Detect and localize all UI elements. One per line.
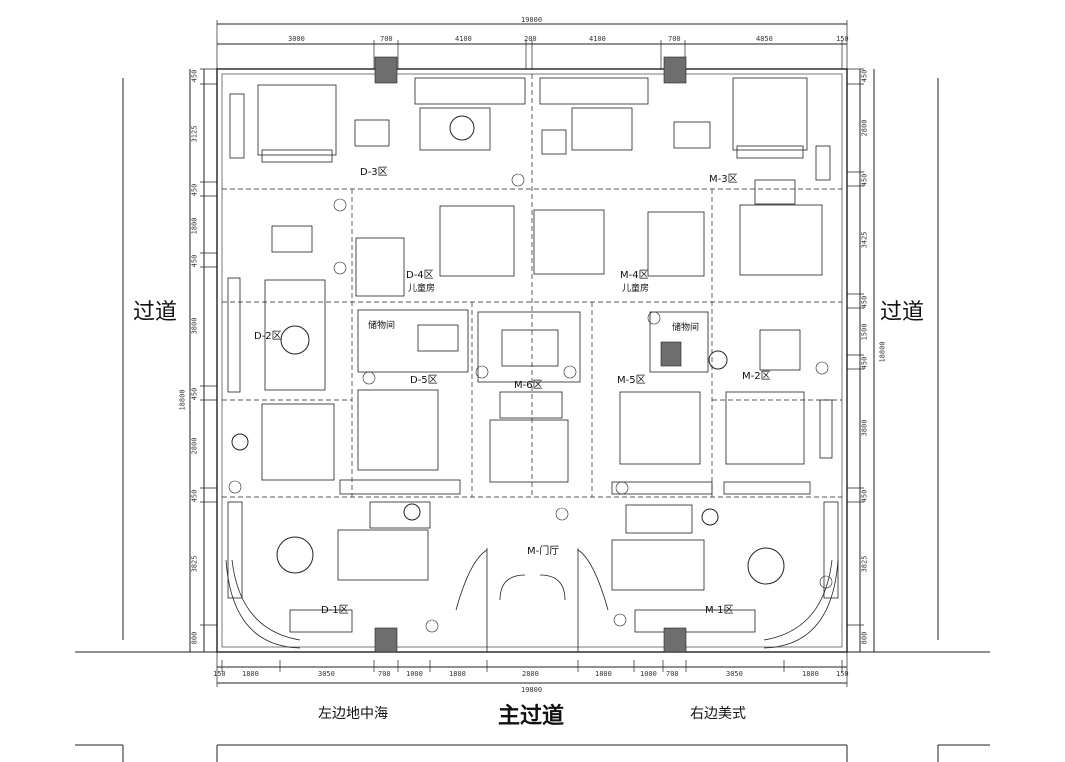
dim-top: 700 xyxy=(380,35,393,43)
dim-top-total: 19800 xyxy=(521,16,543,24)
dim-bottom: 3050 xyxy=(318,670,335,678)
dim-left: 1800 xyxy=(190,217,199,235)
left-aisle-label: 过道 xyxy=(133,300,178,325)
dim-left: 3125 xyxy=(190,125,199,143)
dim-right: 1500 xyxy=(860,323,869,341)
right-side-style-label: 右边美式 xyxy=(690,706,746,722)
dim-right: 3825 xyxy=(860,555,869,573)
dim-bottom: 3050 xyxy=(726,670,743,678)
zone-label-m2: M-2区 xyxy=(742,371,771,382)
zone-label-d3: D-3区 xyxy=(360,167,388,178)
room-label-storage-right: 储物间 xyxy=(672,323,700,333)
dim-top: 4100 xyxy=(589,35,606,43)
zone-label-m6: M-6区 xyxy=(514,380,543,391)
dim-top: 200 xyxy=(524,35,537,43)
dim-right: 450 xyxy=(860,489,869,503)
dim-bottom: 1000 xyxy=(406,670,423,678)
room-label-storage-left: 储物间 xyxy=(368,321,396,331)
zone-label-d5: D-5区 xyxy=(410,375,438,386)
dim-bottom: 1800 xyxy=(802,670,819,678)
dim-right: 800 xyxy=(860,631,869,645)
dim-top: 3000 xyxy=(288,35,305,43)
dim-left: 450 xyxy=(190,254,199,268)
dim-left: 800 xyxy=(190,631,199,645)
dim-right-total: 18800 xyxy=(878,341,887,363)
zone-label-lobby: M-门厅 xyxy=(527,546,560,557)
dim-bottom: 700 xyxy=(666,670,679,678)
dim-left: 3800 xyxy=(190,317,199,335)
main-aisle-label: 主过道 xyxy=(498,703,565,729)
zone-label-m3: M-3区 xyxy=(709,174,738,185)
zone-label-d2: D-2区 xyxy=(254,331,282,342)
dim-bottom: 150 xyxy=(836,670,849,678)
dim-right: 450 xyxy=(860,69,869,83)
dim-right: 450 xyxy=(860,295,869,309)
dim-bottom: 2800 xyxy=(522,670,539,678)
dim-right: 450 xyxy=(860,356,869,370)
dim-right: 2800 xyxy=(860,119,869,137)
dim-left: 3825 xyxy=(190,555,199,573)
dim-left: 450 xyxy=(190,183,199,197)
dim-bottom: 1000 xyxy=(640,670,657,678)
left-side-style-label: 左边地中海 xyxy=(318,706,388,722)
dim-bottom: 1800 xyxy=(595,670,612,678)
dim-bottom: 1800 xyxy=(449,670,466,678)
zone-label-m4: M-4区 xyxy=(620,270,649,281)
dim-left: 450 xyxy=(190,489,199,503)
dim-left-total: 18800 xyxy=(178,389,187,411)
zone-label-d1: D-1区 xyxy=(321,605,349,616)
dim-right: 450 xyxy=(860,173,869,187)
dim-top: 4100 xyxy=(455,35,472,43)
dim-top: 700 xyxy=(668,35,681,43)
dim-top: 150 xyxy=(836,35,849,43)
zone-label-d4: D-4区 xyxy=(406,270,434,281)
dim-bottom: 700 xyxy=(378,670,391,678)
room-label-kids-right: 儿童房 xyxy=(622,284,650,294)
zone-label-m5: M-5区 xyxy=(617,375,646,386)
dim-right: 3425 xyxy=(860,231,869,249)
dim-left: 450 xyxy=(190,387,199,401)
zone-label-m1: M-1区 xyxy=(705,605,734,616)
room-label-kids-left: 儿童房 xyxy=(408,284,436,294)
dim-top: 4850 xyxy=(756,35,773,43)
dim-left: 2800 xyxy=(190,437,199,455)
right-aisle-label: 过道 xyxy=(880,300,925,325)
dim-left: 450 xyxy=(190,69,199,83)
dim-bottom: 150 xyxy=(213,670,226,678)
dim-bottom: 1800 xyxy=(242,670,259,678)
dim-right: 3800 xyxy=(860,419,869,437)
dim-bottom-total: 19800 xyxy=(521,686,543,694)
